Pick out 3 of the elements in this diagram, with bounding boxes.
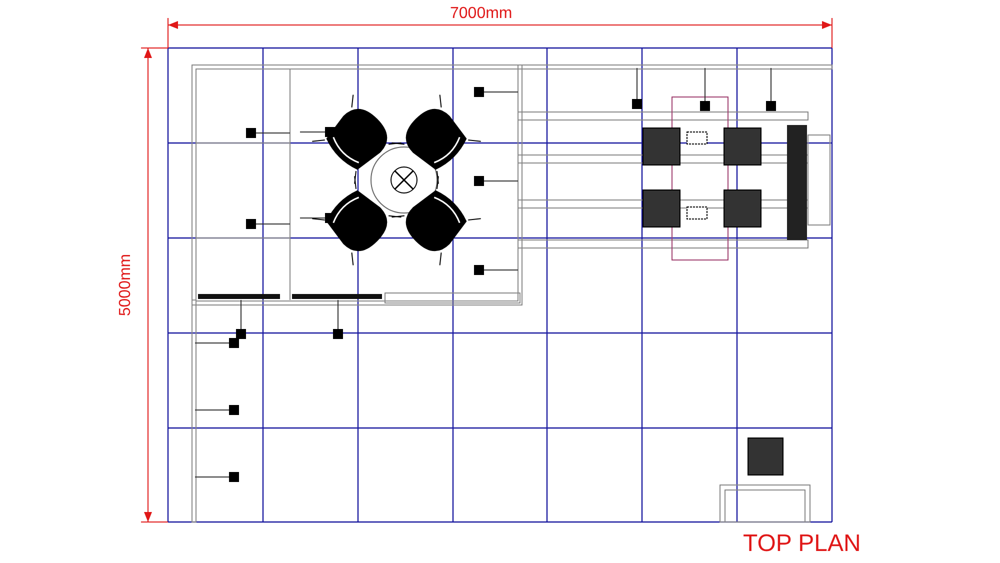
dimension-label: 5000mm (118, 254, 134, 316)
dimension-label: 7000mm (450, 6, 512, 22)
plan-title: TOP PLAN (743, 532, 861, 556)
